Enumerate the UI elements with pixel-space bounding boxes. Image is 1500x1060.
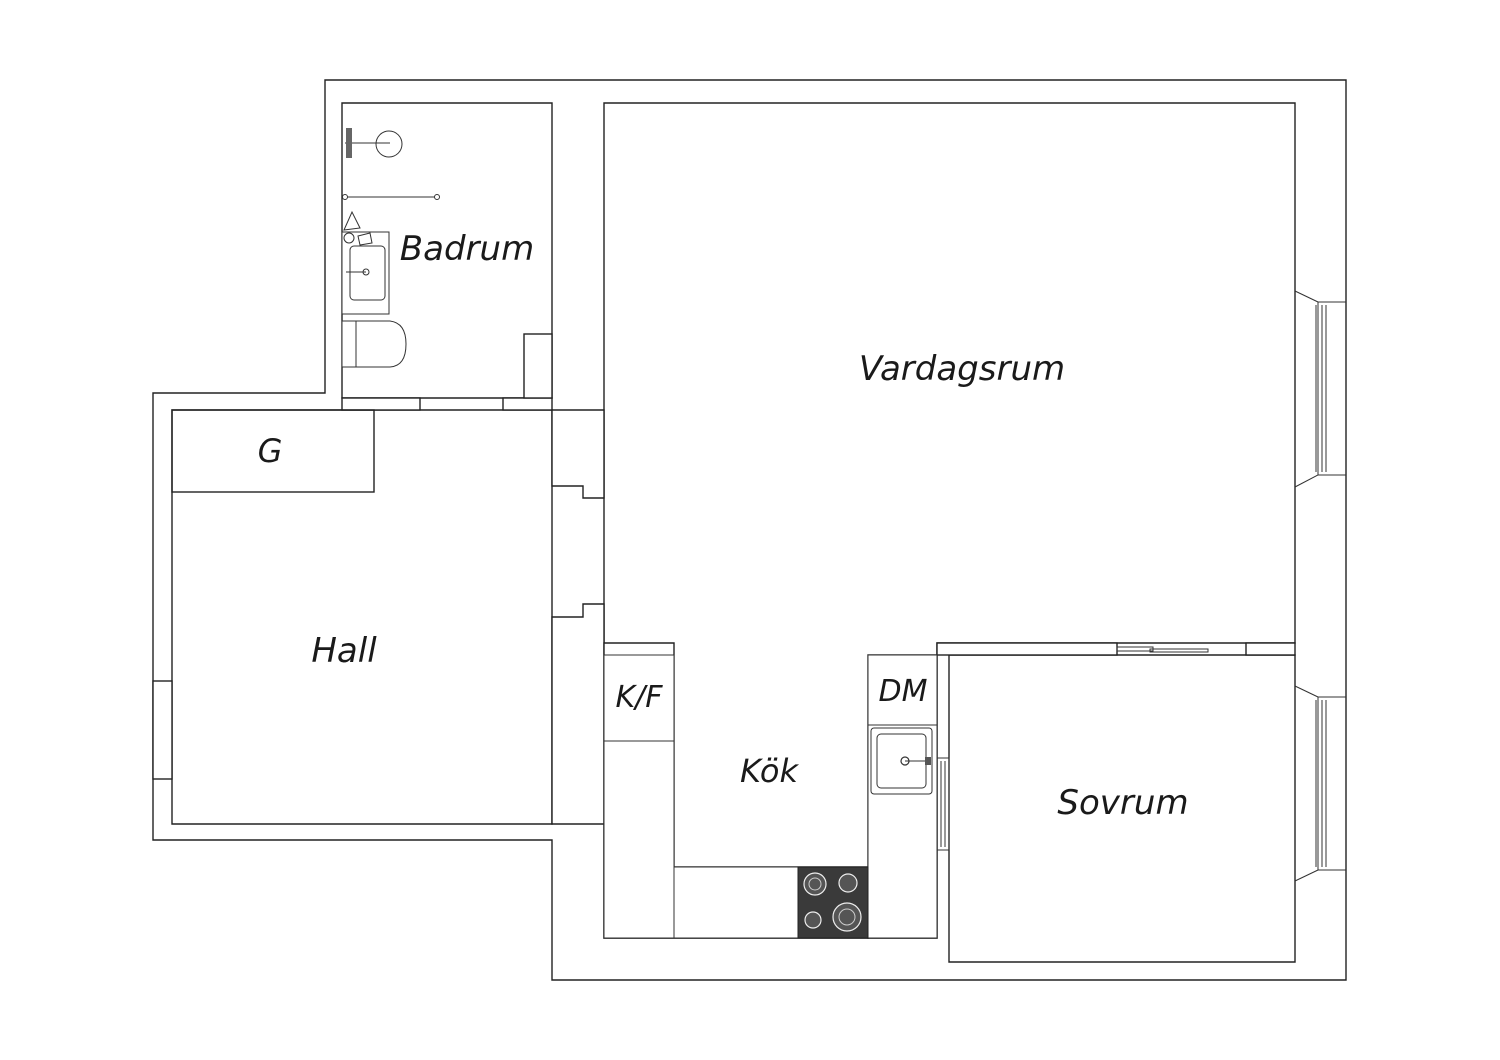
window-icon: [936, 757, 950, 851]
room-label-garderob: G: [258, 432, 283, 470]
room-label-sovrum: Sovrum: [1057, 783, 1188, 823]
shower-icon: [342, 128, 440, 200]
room-label-hall: Hall: [311, 631, 377, 671]
window-icon: [1294, 685, 1346, 882]
outer-walls: [152, 79, 1347, 981]
sliding-door: [1116, 646, 1209, 653]
kitchen-counter: [603, 654, 938, 939]
window-icon: [1294, 290, 1346, 488]
stove-icon: [797, 866, 869, 939]
room-label-vardagsrum: Vardagsrum: [859, 349, 1065, 389]
toilet-icon: [341, 320, 407, 368]
room-label-kok: Kök: [740, 752, 799, 790]
room-label-kyl-frys: K/F: [615, 680, 663, 715]
room-label-diskmaskin: DM: [879, 674, 928, 709]
kitchen-sink-icon: [870, 727, 933, 795]
washbasin-icon: [341, 210, 390, 315]
room-label-badrum: Badrum: [400, 229, 534, 269]
closet: [171, 409, 375, 493]
